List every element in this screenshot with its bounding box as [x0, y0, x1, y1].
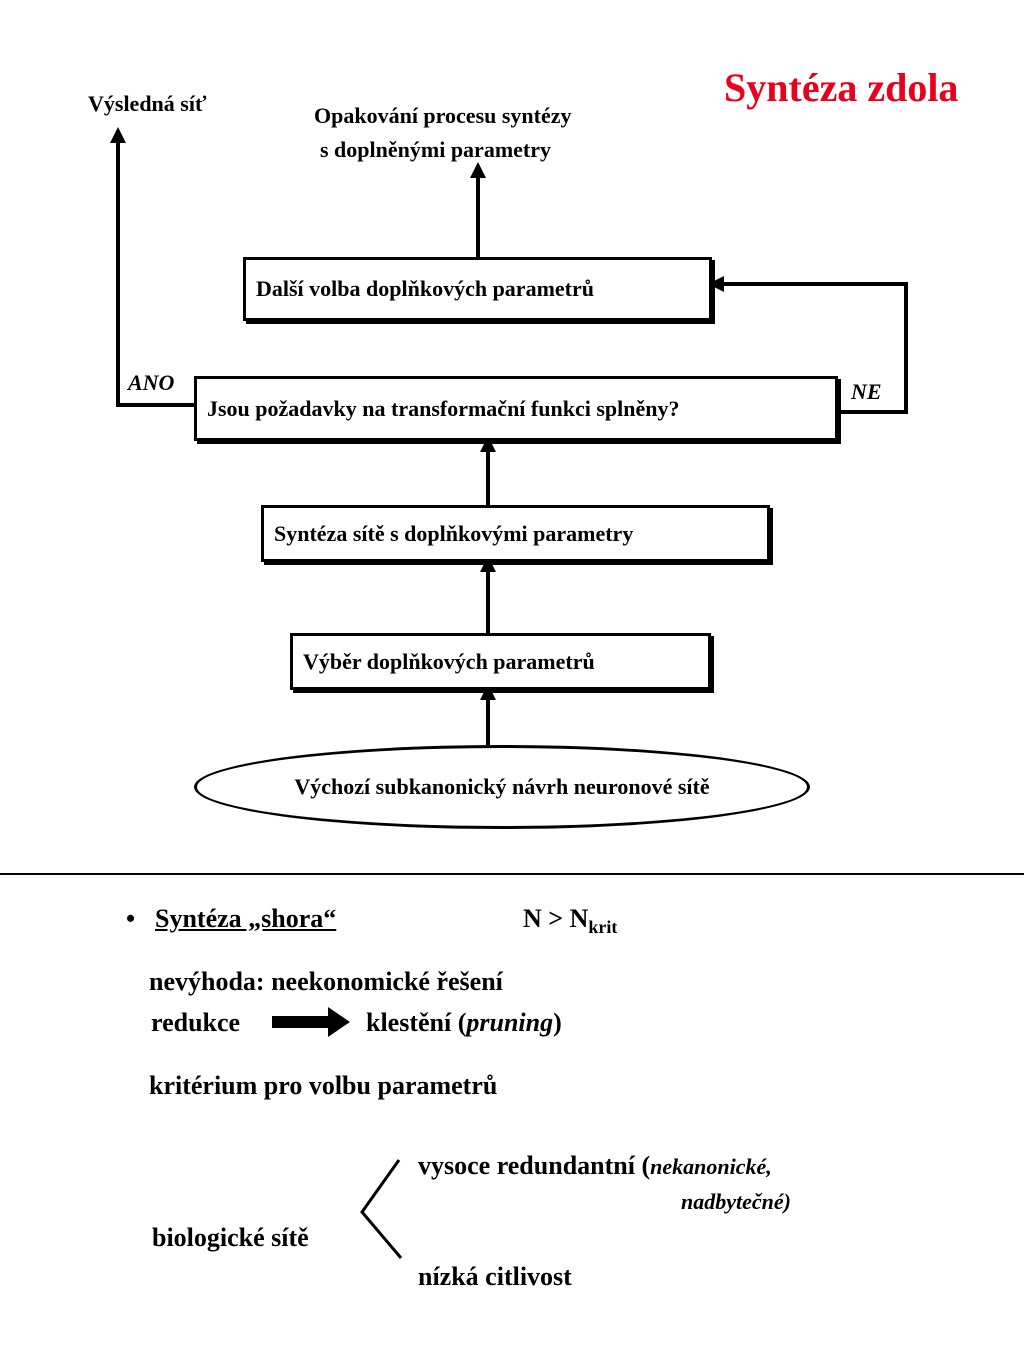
- redundant-text: nadbytečné): [681, 1189, 791, 1214]
- high-redundancy-text: vysoce redundantní (nekanonické,: [418, 1151, 772, 1181]
- disadvantage-text: nevýhoda: neekonomické řešení: [149, 967, 503, 996]
- pruning-word: pruning: [466, 1008, 554, 1037]
- result-network-label: Výsledná síť: [88, 91, 207, 116]
- no-label: NE: [851, 379, 882, 404]
- box-parameter-selection: Výběr doplňkových parametrů: [290, 633, 711, 690]
- pruning-text: klestění (pruning): [366, 1008, 562, 1038]
- condition-formula: N > Nkrit: [523, 904, 617, 938]
- box-next-parameter-choice: Další volba doplňkových parametrů: [243, 257, 712, 321]
- yes-label: ANO: [128, 370, 175, 395]
- repeat-process-line2: s doplněnými parametry: [320, 137, 551, 162]
- biological-networks-text: biologické sítě: [152, 1223, 309, 1252]
- condition-subscript: krit: [588, 917, 618, 938]
- noncanonical-text: nekanonické,: [650, 1154, 772, 1179]
- condition-n: N > N: [523, 904, 589, 933]
- no-path-line: [708, 276, 908, 414]
- pruning-prefix: klestění (: [366, 1008, 467, 1037]
- fork-bracket: [360, 1159, 403, 1259]
- bullet-marker: •: [126, 904, 136, 933]
- box-requirements-question: Jsou požadavky na transformační funkci s…: [194, 376, 838, 441]
- slide-title: Syntéza zdola: [724, 65, 959, 110]
- criterion-text: kritérium pro volbu parametrů: [149, 1071, 498, 1100]
- reduction-arrow-icon: [272, 1007, 350, 1037]
- yes-path-line: [110, 127, 196, 407]
- reduction-text: redukce: [151, 1008, 241, 1037]
- pruning-suffix: ): [553, 1008, 562, 1037]
- high-redundancy: vysoce redundantní (: [418, 1151, 651, 1180]
- start-design-ellipse: Výchozí subkanonický návrh neuronové sít…: [194, 745, 810, 829]
- repeat-process-line1: Opakování procesu syntézy: [314, 103, 572, 128]
- low-sensitivity-text: nízká citlivost: [418, 1262, 572, 1291]
- box-network-synthesis: Syntéza sítě s doplňkovými parametry: [261, 505, 770, 562]
- topdown-heading: Syntéza „shora“: [155, 904, 337, 933]
